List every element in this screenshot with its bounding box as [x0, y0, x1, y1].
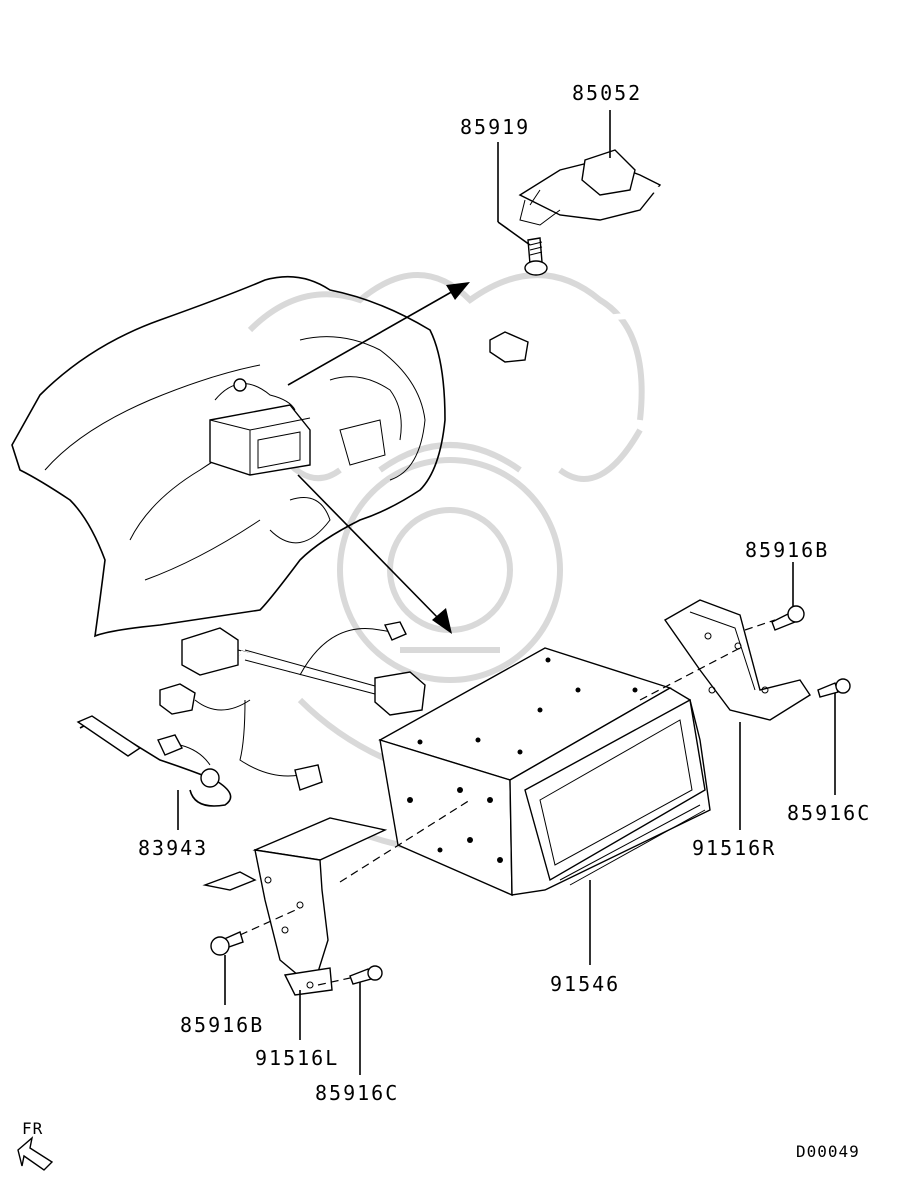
- bracket-left: [202, 799, 471, 996]
- direction-label: FR: [22, 1119, 43, 1138]
- gps-antenna: [489, 149, 755, 363]
- leader-lines: [177, 110, 836, 1075]
- bolt-b-right: [771, 605, 805, 631]
- navigation-unit: [378, 647, 711, 897]
- bolt-b-left: [210, 931, 244, 956]
- antenna-bolt: [524, 237, 548, 276]
- label-85052: 85052: [572, 81, 642, 105]
- label-91516l: 91516L: [255, 1046, 339, 1070]
- label-85916c-right: 85916C: [787, 801, 871, 825]
- wiring-harness: [76, 621, 426, 807]
- screw-c-right: [817, 678, 851, 698]
- reference-arrows: [287, 282, 470, 634]
- bracket-right: [639, 599, 811, 721]
- installed-unit-sketch: [209, 378, 311, 476]
- label-83943: 83943: [138, 836, 208, 860]
- screw-c-left: [349, 965, 383, 985]
- label-85916b-left: 85916B: [180, 1013, 264, 1037]
- label-91546: 91546: [550, 972, 620, 996]
- figure-code: D00049: [796, 1142, 860, 1161]
- label-91516r: 91516R: [692, 836, 776, 860]
- label-85919: 85919: [460, 115, 530, 139]
- label-85916b-right: 85916B: [745, 538, 829, 562]
- label-85916c-left: 85916C: [315, 1081, 399, 1105]
- front-direction-arrow-icon: [17, 1136, 54, 1171]
